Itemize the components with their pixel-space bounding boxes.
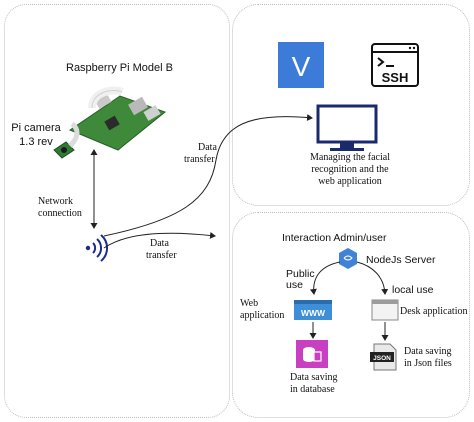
device-title: Raspberry Pi Model B xyxy=(66,62,173,74)
local-use-label: local use xyxy=(392,284,434,296)
monitor-caption-line2: recognition and the xyxy=(311,164,389,175)
transfer-down-line2: transfer xyxy=(146,250,177,261)
monitor-icon xyxy=(316,104,378,151)
public-use-line1: Public xyxy=(286,268,315,280)
bottom-right-panel xyxy=(232,212,470,418)
svg-text:WWW: WWW xyxy=(301,308,326,318)
transfer-down-line1: Data xyxy=(150,238,169,249)
raspberry-pi-icon xyxy=(68,86,167,151)
camera-label-line2: 1.3 rev xyxy=(19,136,53,148)
ssh-logo-icon: SSH xyxy=(371,43,419,87)
monitor-caption-line1: Managing the facial xyxy=(310,152,390,163)
web-app-line2: application xyxy=(240,310,285,321)
interaction-label: Interaction Admin/user xyxy=(282,232,387,244)
svg-text:V: V xyxy=(292,51,311,82)
vnc-logo-icon: V xyxy=(278,42,324,88)
network-label-line1: Network xyxy=(38,196,73,207)
db-caption-line1: Data saving xyxy=(290,372,338,383)
json-file-icon: JSON xyxy=(370,343,397,371)
www-browser-icon: WWW xyxy=(294,300,332,320)
nodejs-server-icon xyxy=(339,248,357,269)
svg-text:JSON: JSON xyxy=(373,355,391,362)
camera-label-line1: Pi camera xyxy=(11,122,61,134)
db-caption-line2: in database xyxy=(290,384,335,395)
top-right-panel xyxy=(232,4,470,206)
desk-app-label: Desk application xyxy=(400,306,468,317)
left-panel xyxy=(4,4,230,418)
database-icon xyxy=(296,340,328,368)
transfer-up-line1: Data xyxy=(198,142,217,153)
json-caption-line2: in Json files xyxy=(404,358,452,369)
web-app-line1: Web xyxy=(240,298,259,309)
public-use-line2: use xyxy=(286,279,303,291)
transfer-up-line2: transfer xyxy=(184,154,215,165)
network-label-line2: connection xyxy=(38,208,82,219)
monitor-caption-line3: web application xyxy=(318,176,382,187)
wifi-signal-icon xyxy=(85,234,108,262)
pi-camera-icon xyxy=(53,121,80,159)
svg-text:SSH: SSH xyxy=(382,70,409,85)
desktop-window-icon xyxy=(371,299,399,321)
json-caption-line1: Data saving xyxy=(404,346,452,357)
server-label: NodeJs Server xyxy=(366,254,436,266)
